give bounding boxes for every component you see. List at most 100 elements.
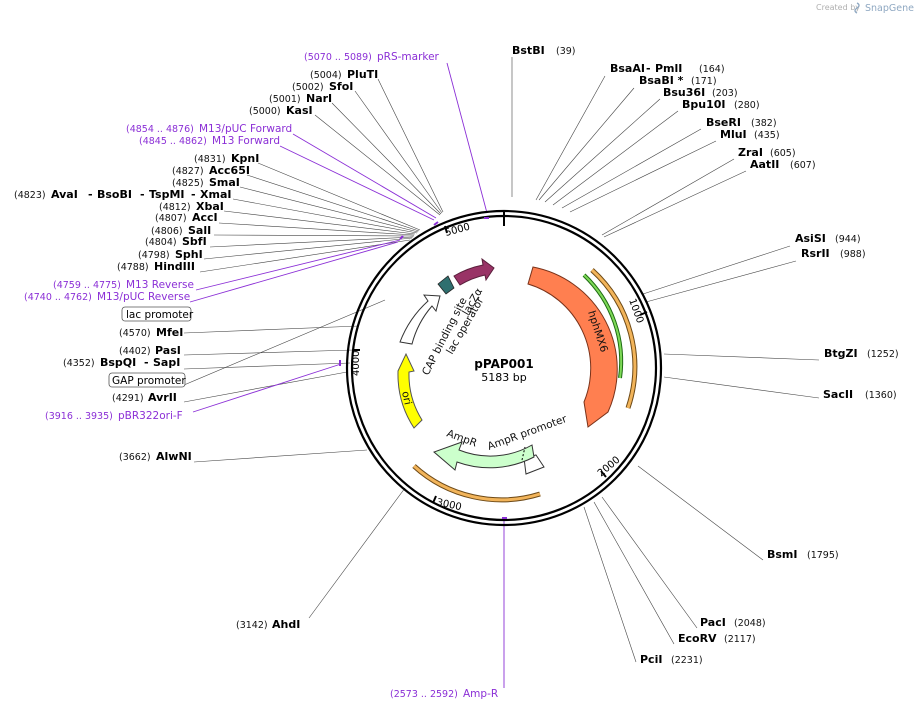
enzyme-label-ahdi[interactable]: AhdI <box>272 618 300 631</box>
primer-label-m13-forward[interactable]: M13 Forward <box>212 135 280 147</box>
primer-label-m13-puc-reverse[interactable]: M13/pUC Reverse <box>97 291 190 303</box>
enzyme-pos-pasi: (4402) <box>119 346 151 357</box>
enzyme-label-asisi[interactable]: AsiSI <box>795 232 826 245</box>
enzyme-label-xbai[interactable]: XbaI <box>196 200 224 213</box>
primer-label-prs-marker[interactable]: pRS-marker <box>377 51 440 63</box>
enzyme-label-bseri[interactable]: BseRI <box>706 116 741 129</box>
enzyme-label-rsrii[interactable]: RsrII <box>801 247 830 260</box>
enzyme-label-bsu36i[interactable]: Bsu36I <box>663 86 705 99</box>
enzyme-pos-nari: (5001) <box>269 94 301 105</box>
enzyme-label-hindiii[interactable]: HindIII <box>154 260 195 273</box>
enzyme-pos-ahdi: (3142) <box>236 620 268 631</box>
enzyme-label-tspmi[interactable]: TspMI <box>149 188 185 201</box>
enzyme-pos-kasi: (5000) <box>249 106 281 117</box>
enzyme-label-kpni[interactable]: KpnI <box>231 152 259 165</box>
enzyme-label-bsaai[interactable]: BsaAI <box>610 62 645 75</box>
primer-leader-lines <box>189 62 505 688</box>
enzyme-label-nari[interactable]: NarI <box>306 92 332 105</box>
enzyme-label-bsobi[interactable]: BsoBI <box>97 188 132 201</box>
enzyme-label-sfoi[interactable]: SfoI <box>329 80 353 93</box>
enzyme-label-bspqi[interactable]: BspQI <box>100 356 136 369</box>
primer-site-markers <box>339 217 507 519</box>
enzyme-label-acci[interactable]: AccI <box>192 211 218 224</box>
gap-promoter-label[interactable]: GAP promoter <box>112 375 186 387</box>
enzyme-label-bsmi[interactable]: BsmI <box>767 548 798 561</box>
enzyme-label-sbfi[interactable]: SbfI <box>182 235 207 248</box>
enzyme-label-alwni[interactable]: AlwNI <box>156 450 192 463</box>
enzyme-separator: - <box>646 62 651 75</box>
enzyme-label-paci[interactable]: PacI <box>700 616 726 629</box>
plasmid-size: 5183 bp <box>481 371 526 384</box>
enzyme-pos-bseri: (382) <box>751 118 777 129</box>
enzyme-label-bstbi[interactable]: BstBI <box>512 44 545 57</box>
enzyme-label-avai[interactable]: AvaI <box>51 188 78 201</box>
enzyme-label-pluti[interactable]: PluTI <box>347 68 378 81</box>
enzyme-label-mlui[interactable]: MluI <box>720 128 747 141</box>
primer-pos-m13-forward: (4845 .. 4862) <box>139 136 207 147</box>
primer-label-m13-reverse[interactable]: M13 Reverse <box>126 279 194 291</box>
enzyme-separator: - <box>191 188 196 201</box>
enzyme-pos-bspqi: (4352) <box>63 358 95 369</box>
enzyme-pos-bstbi: (39) <box>556 46 576 57</box>
primer-label-pbr322ori-f[interactable]: pBR322ori-F <box>118 410 183 422</box>
enzyme-pos-zrai: (605) <box>770 148 796 159</box>
enzyme-pos-aatii: (607) <box>790 160 816 171</box>
feature-hphmx6-arrow <box>527 266 618 428</box>
enzyme-label-kasi[interactable]: KasI <box>286 104 313 117</box>
enzyme-pos-pluti: (5004) <box>310 70 342 81</box>
primer-pos-amp-r: (2573 .. 2592) <box>390 689 458 700</box>
enzyme-label-sapi[interactable]: SapI <box>153 356 180 369</box>
enzyme-pos-avai: (4823) <box>14 190 46 201</box>
enzyme-label-sacii[interactable]: SacII <box>823 388 853 401</box>
backbone-ticks <box>353 212 648 504</box>
enzyme-pos-ecorv: (2117) <box>724 634 756 645</box>
enzyme-pos-sbfi: (4804) <box>145 237 177 248</box>
enzyme-label-bpu10i[interactable]: Bpu10I <box>682 98 726 111</box>
created-by-text: Created by <box>816 3 860 12</box>
lac-promoter-label[interactable]: lac promoter <box>126 309 194 321</box>
enzyme-label-pasi[interactable]: PasI <box>155 344 181 357</box>
enzyme-label-acc65i[interactable]: Acc65I <box>209 164 250 177</box>
feature-lac-operator-box <box>437 275 455 295</box>
primer-label-amp-r[interactable]: Amp-R <box>463 688 498 700</box>
enzyme-pos-sali: (4806) <box>151 226 183 237</box>
enzyme-pos-asisi: (944) <box>835 234 861 245</box>
enzyme-label-sali[interactable]: SalI <box>188 224 211 237</box>
primer-label-m13-puc-forward[interactable]: M13/pUC Forward <box>199 123 292 135</box>
tick-label-4000: 4000 <box>351 351 362 376</box>
enzyme-pos-hindiii: (4788) <box>117 262 149 273</box>
enzyme-label-pmli[interactable]: PmlI <box>655 62 682 75</box>
feature-cap-binding-site-arrow <box>399 294 441 345</box>
enzyme-label-bsabi[interactable]: BsaBI * <box>639 74 684 87</box>
enzyme-label-ecorv[interactable]: EcoRV <box>678 632 717 645</box>
orf-arc-hphmx6 <box>582 268 638 409</box>
enzyme-separator: - <box>144 356 149 369</box>
backbone-outer-ring <box>345 209 663 527</box>
feature-ampr-arrow <box>433 441 535 471</box>
enzyme-label-btgzi[interactable]: BtgZI <box>824 347 858 360</box>
enzyme-pos-btgzi: (1252) <box>867 349 899 360</box>
enzyme-label-aatii[interactable]: AatII <box>750 158 779 171</box>
enzyme-label-zrai[interactable]: ZraI <box>738 146 763 159</box>
enzyme-pos-xbai: (4812) <box>159 202 191 213</box>
primer-pos-pbr322ori-f: (3916 .. 3935) <box>45 411 113 422</box>
enzyme-pos-sacii: (1360) <box>865 390 897 401</box>
enzyme-pos-mfei: (4570) <box>119 328 151 339</box>
snapgene-brand: SnapGene <box>865 3 914 14</box>
enzyme-label-avrii[interactable]: AvrII <box>148 391 177 404</box>
primer-pos-m13-puc-forward: (4854 .. 4876) <box>126 124 194 135</box>
enzyme-pos-rsrii: (988) <box>840 249 866 260</box>
primer-pos-m13-puc-reverse: (4740 .. 4762) <box>24 292 92 303</box>
enzyme-label-xmai[interactable]: XmaI <box>200 188 231 201</box>
orf-arc-ampr <box>412 464 541 503</box>
feature-ori-arrow <box>397 352 423 429</box>
enzyme-leader-lines <box>183 57 820 663</box>
enzyme-label-pcii[interactable]: PciI <box>640 653 662 666</box>
enzyme-label-sphi[interactable]: SphI <box>175 248 203 261</box>
enzyme-pos-bsu36i: (203) <box>712 88 738 99</box>
enzyme-label-mfei[interactable]: MfeI <box>156 326 183 339</box>
enzyme-label-smai[interactable]: SmaI <box>209 176 240 189</box>
enzyme-pos-avrii: (4291) <box>112 393 144 404</box>
primer-pos-prs-marker: (5070 .. 5089) <box>304 52 372 63</box>
